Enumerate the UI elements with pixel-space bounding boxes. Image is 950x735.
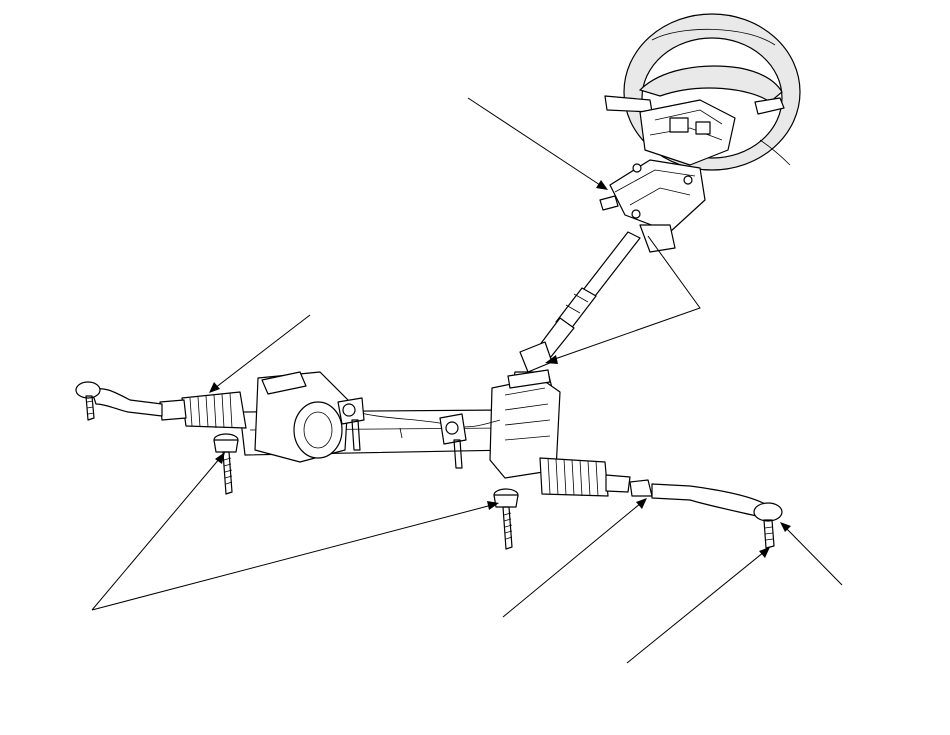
mounting-bolt-left (213, 433, 239, 495)
tie-rod-boot-left (159, 391, 247, 429)
mounting-bolt-right (493, 488, 519, 550)
callout-mounting-bolts (91, 452, 499, 611)
bracket-bolt-center-right (453, 439, 463, 469)
callout-tie-rod-boot-left (209, 314, 311, 393)
callout-steering-column (467, 97, 608, 190)
tie-rod-end-left (75, 381, 163, 421)
steering-gearbox (239, 369, 561, 479)
callout-tie-rod-end (780, 522, 843, 586)
bracket-bolt-center-left (351, 419, 361, 451)
tie-rod-boot-right (539, 457, 631, 497)
tie-rod-end-right (629, 479, 783, 549)
steering-column (599, 159, 706, 253)
steering-wheel (604, 13, 801, 171)
callout-tie-rod-end-nut (626, 547, 770, 664)
intermediate-shaft (511, 231, 641, 389)
callout-intermediate-shaft (545, 235, 701, 364)
callout-tie-rod-boot-right (502, 498, 647, 618)
